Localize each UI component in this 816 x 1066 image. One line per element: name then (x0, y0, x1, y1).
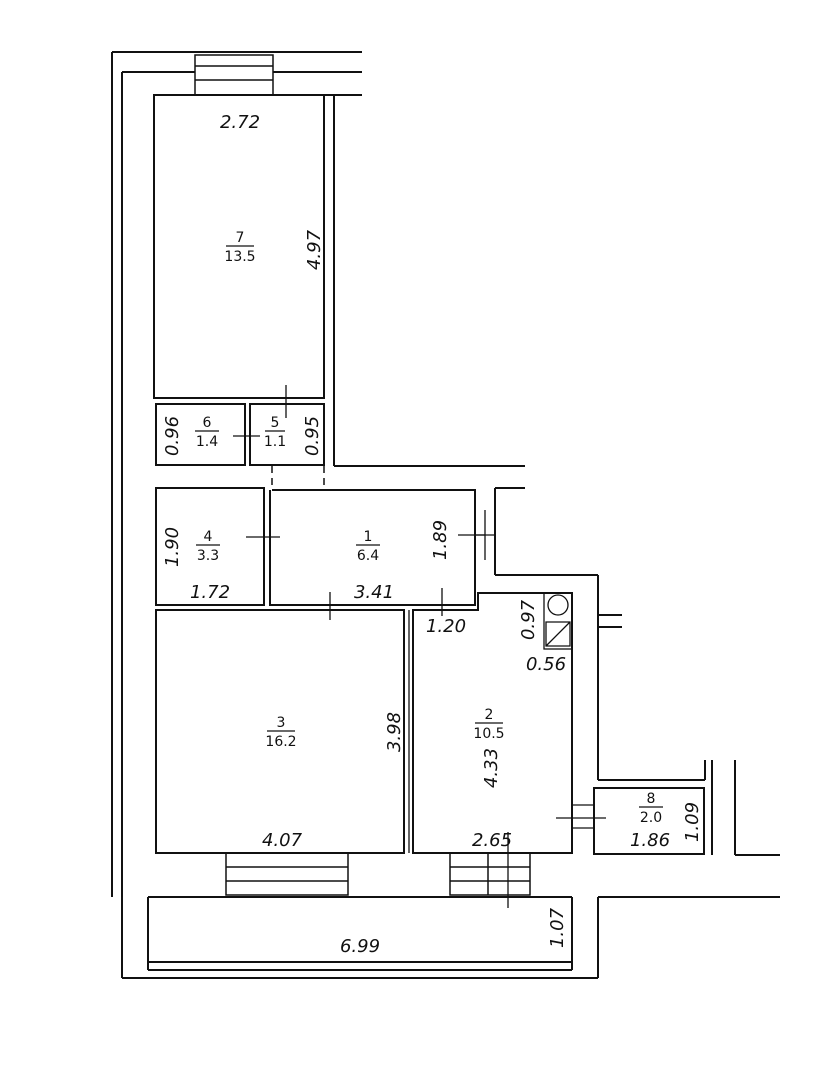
room-8-area: 2.0 (640, 810, 662, 826)
dim-balcony-length: 6.99 (340, 936, 380, 957)
dim-r6-width: 0.96 (162, 416, 183, 456)
dim-r1-width: 3.41 (354, 582, 394, 603)
balcony (121, 896, 780, 979)
room-4-area: 3.3 (197, 548, 219, 564)
room-3-number: 3 (277, 715, 286, 731)
room-1-number: 1 (364, 529, 373, 545)
room-4-number: 4 (204, 529, 213, 545)
room-8-number: 8 (647, 791, 656, 807)
dim-r1-length: 1.89 (430, 520, 451, 560)
room-2 (412, 592, 606, 854)
rooms-6-5 (155, 385, 325, 491)
room-1-area: 6.4 (357, 548, 379, 564)
room-6-area: 1.4 (196, 434, 218, 450)
dim-r8-width: 1.86 (630, 830, 670, 851)
outer-walls (111, 51, 780, 897)
dim-r8-length: 1.09 (682, 802, 703, 842)
dim-r2-length: 4.33 (481, 748, 502, 788)
room-7-number: 7 (236, 230, 245, 246)
dim-r7-length: 4.97 (304, 229, 325, 270)
dim-r7-width: 2.72 (220, 112, 260, 133)
dim-niche-width: 0.56 (526, 654, 566, 675)
dim-corridor-width: 1.20 (426, 616, 466, 637)
room-7-area: 13.5 (224, 249, 255, 265)
dim-r2-width: 2.65 (472, 830, 512, 851)
dim-r4-width: 1.72 (190, 582, 230, 603)
room-3-area: 16.2 (265, 734, 296, 750)
dim-r4-length: 1.90 (162, 527, 183, 567)
room-1 (269, 489, 495, 620)
room-4 (155, 487, 280, 606)
dim-r3-length: 3.98 (384, 712, 405, 752)
dim-niche-length: 0.97 (518, 599, 539, 640)
room-2-area: 10.5 (473, 726, 504, 742)
room-5-number: 5 (271, 415, 280, 431)
dimension-labels: 2.72 4.97 0.96 0.95 1.90 1.72 3.41 1.89 … (162, 112, 703, 957)
windows (194, 54, 531, 908)
dim-balcony-width: 1.07 (547, 907, 568, 948)
dim-r3-width: 4.07 (262, 830, 303, 851)
room-6-number: 6 (203, 415, 212, 431)
dim-r5-width: 0.95 (302, 416, 323, 456)
room-5-area: 1.1 (264, 434, 286, 450)
room-2-number: 2 (485, 707, 494, 723)
room-8 (593, 787, 705, 855)
room-labels: 7 13.5 6 1.4 5 1.1 4 3.3 1 6.4 3 16.2 2 … (195, 230, 663, 826)
